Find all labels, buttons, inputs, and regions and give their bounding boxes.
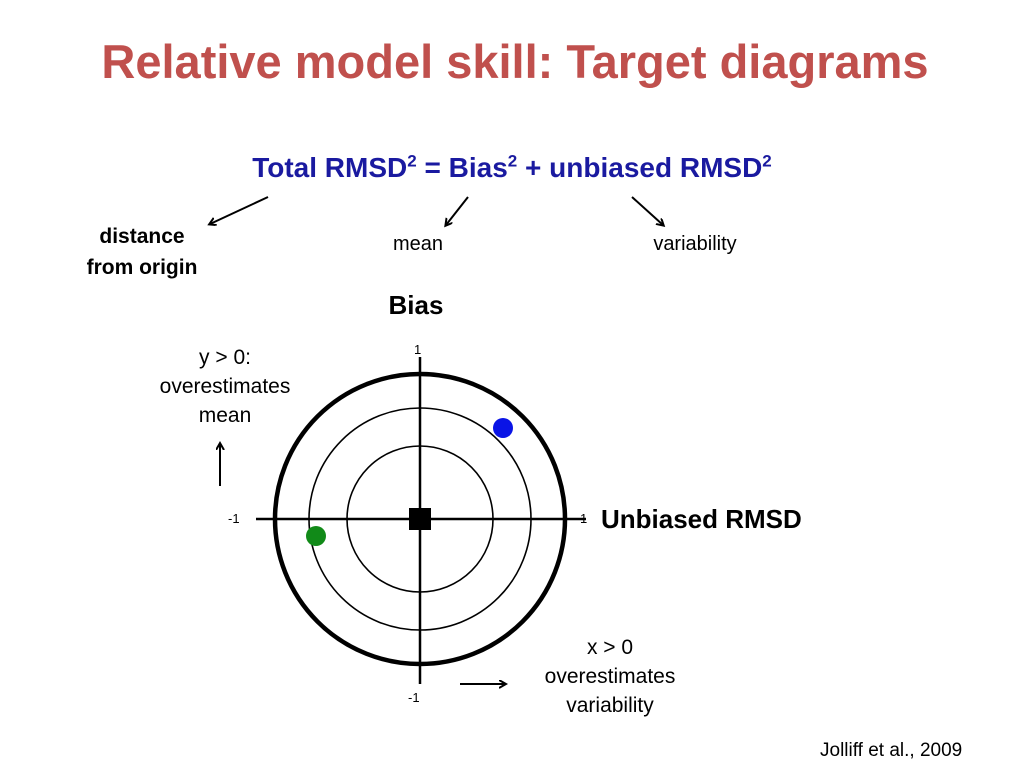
mean-note: mean: [392, 233, 444, 255]
x-left-tick: -1: [228, 511, 240, 526]
formula-sup-3: 2: [762, 151, 772, 171]
arrow-to-variability: [631, 196, 663, 225]
y-note: y > 0: overestimates mean: [130, 343, 320, 430]
x-note-line3: variability: [566, 694, 654, 717]
formula-unbiased: + unbiased RMSD: [517, 152, 763, 183]
y-note-line3: mean: [198, 404, 252, 427]
formula-total-rmsd: Total RMSD: [252, 152, 408, 183]
y-top-tick: 1: [414, 342, 422, 357]
x-note-line2: overestimates: [544, 665, 676, 688]
x-axis-label: Unbiased RMSD: [601, 504, 802, 534]
distance-note: distance from origin: [62, 221, 222, 283]
arrow-to-distance: [210, 196, 269, 224]
x-note: x > 0 overestimates variability: [515, 633, 705, 720]
formula-sup-1: 2: [407, 151, 417, 171]
citation: Jolliff et al., 2009: [820, 740, 963, 761]
y-axis-label: Bias: [388, 290, 444, 320]
variability-note: variability: [653, 233, 737, 255]
origin-marker: [409, 508, 431, 530]
y-bottom-tick: -1: [408, 690, 420, 705]
arrow-to-mean: [446, 196, 469, 225]
distance-note-line2: from origin: [86, 256, 198, 279]
x-note-line1: x > 0: [586, 636, 634, 659]
formula: Total RMSD2 = Bias2 + unbiased RMSD2: [0, 152, 1024, 184]
y-note-line2: overestimates: [159, 375, 291, 398]
point-green: [306, 526, 326, 546]
point-blue: [493, 418, 513, 438]
distance-note-line1: distance: [99, 225, 185, 248]
slide-title: Relative model skill: Target diagrams: [101, 35, 929, 88]
formula-bias: = Bias: [416, 152, 508, 183]
formula-sup-2: 2: [507, 151, 518, 171]
y-note-line1: y > 0:: [199, 346, 251, 369]
